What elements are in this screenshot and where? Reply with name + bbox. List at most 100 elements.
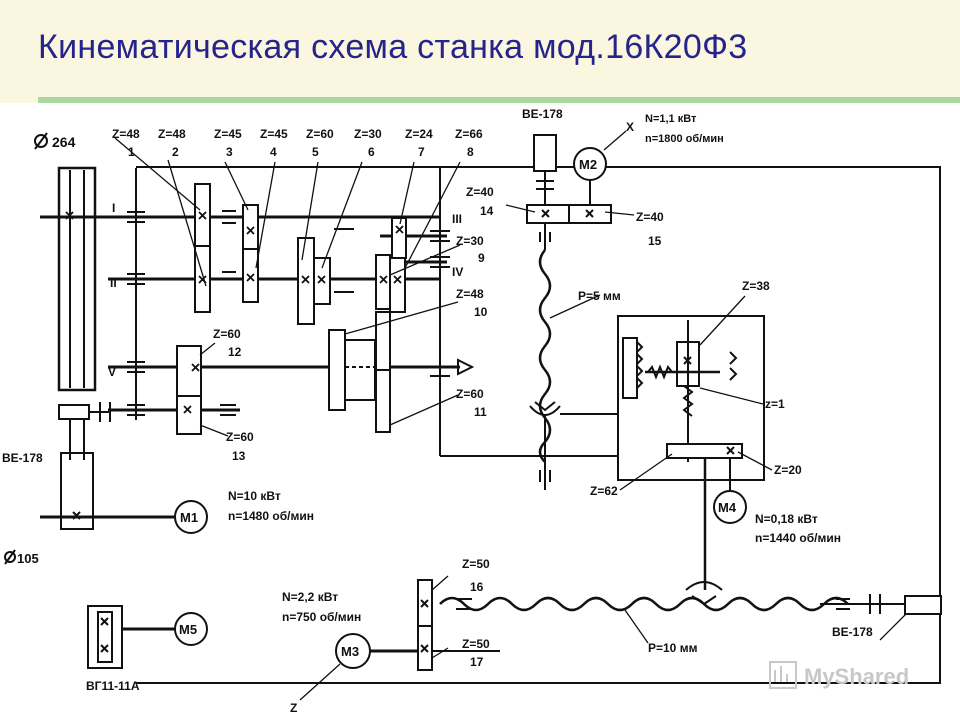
- motor-m2-power: N=1,1 кВт: [645, 113, 697, 125]
- ball-screw-horizontal: [439, 596, 849, 612]
- motor-m4: [713, 490, 747, 524]
- gear-cross-marks: [541, 209, 594, 218]
- pulley-264-label: 264: [52, 134, 76, 150]
- motor-m4-speed: n=1440 об/мин: [755, 531, 841, 545]
- gear-8-n: 8: [467, 145, 474, 159]
- title-rule: [38, 97, 960, 103]
- encoder-bottom: [904, 595, 942, 615]
- spindle-nose: [457, 358, 475, 376]
- encoder-top: [533, 134, 557, 172]
- gear-2-z: Z=48: [158, 127, 186, 141]
- gear-16-n: 16: [470, 580, 484, 594]
- slide-title: Кинематическая схема станка мод.16К20Ф3: [38, 28, 748, 66]
- shaft-IV-label: IV: [452, 265, 463, 279]
- label-z1: z=1: [765, 397, 785, 411]
- gear-14: [526, 204, 570, 224]
- shaft-Z-label: Z: [290, 701, 297, 715]
- gear-5-z: Z=60: [306, 127, 334, 141]
- turret-teeth: [636, 341, 644, 389]
- gear-1-n: 1: [128, 145, 135, 159]
- ball-screw-vertical: [538, 249, 552, 463]
- gear-4-z: Z=45: [260, 127, 288, 141]
- gear-7: [391, 217, 407, 259]
- motor-m5-label: M5: [179, 622, 197, 637]
- gear-14-z: Z=40: [466, 185, 494, 199]
- diameter-icon: [34, 134, 48, 148]
- gear-cross-marks: [183, 363, 200, 414]
- leader-line: [737, 451, 773, 471]
- shaft-II-label: II: [110, 276, 117, 290]
- turret-housing: [617, 315, 765, 481]
- screw-p10-label: P=10 мм: [648, 641, 698, 655]
- leader-line: [299, 663, 341, 701]
- gear-2-n: 2: [172, 145, 179, 159]
- coupling-icon: [869, 594, 881, 614]
- gear-14-n: 14: [480, 204, 494, 218]
- diameter-icon: [34, 132, 48, 150]
- gear-11-z: Z=60: [456, 387, 484, 401]
- watermark-logo: [769, 661, 797, 689]
- motor-m1-power: N=10 кВт: [228, 489, 281, 503]
- leader-line: [619, 453, 673, 491]
- gear-3-n: 3: [226, 145, 233, 159]
- bearing-marks: [539, 470, 551, 482]
- coupling-icon: [536, 180, 554, 190]
- shaft-I-label: I: [112, 201, 115, 215]
- gear-cross-marks: [726, 446, 735, 455]
- gearbox-inner: [97, 611, 113, 663]
- gear-3: [242, 204, 259, 250]
- spindle-hub: [344, 339, 376, 401]
- motor-m4-power: N=0,18 кВт: [755, 512, 818, 526]
- gear-17-n: 17: [470, 655, 484, 669]
- gear-leaders: [114, 130, 635, 659]
- motor-m2-speed: n=1800 об/мин: [645, 133, 724, 145]
- bearing-marks: [539, 232, 551, 242]
- gearbox-vg11: [87, 605, 123, 669]
- gear-12-n: 12: [228, 345, 242, 359]
- motor-m2-label: M2: [579, 157, 597, 172]
- gear-16-z: Z=50: [462, 557, 490, 571]
- gear-3-z: Z=45: [214, 127, 242, 141]
- gear-17-z: Z=50: [462, 637, 490, 651]
- leader-line: [699, 387, 764, 405]
- encoder-bottom-label: ВЕ-178: [832, 625, 873, 639]
- gear-8-z: Z=66: [455, 127, 483, 141]
- bearing-marks: [836, 598, 850, 610]
- gear-cross-marks: [420, 599, 429, 653]
- gear-6-n: 6: [368, 145, 375, 159]
- label-z62: Z=62: [590, 484, 618, 498]
- motor-m3: [335, 633, 371, 669]
- gearbox-label: ВГ11-11А: [86, 679, 140, 693]
- encoder-top-label: ВЕ-178: [522, 107, 563, 121]
- gear-8: [389, 257, 406, 313]
- encoder-left-label: ВЕ-178: [2, 451, 43, 465]
- motor-m4-label: M4: [718, 500, 737, 515]
- diameter-icon: [4, 551, 16, 563]
- spring: [647, 364, 673, 380]
- gear-15-z: Z=40: [636, 210, 664, 224]
- gear-9: [375, 254, 391, 310]
- turret-teeth: [729, 351, 738, 381]
- gear-15-n: 15: [648, 234, 662, 248]
- gear-5-n: 5: [312, 145, 319, 159]
- spindle-flange: [328, 329, 346, 411]
- leader-line: [624, 609, 649, 644]
- motor-m1: [174, 500, 208, 534]
- pulley-264: [57, 166, 97, 392]
- watermark-text: MyShared: [804, 664, 909, 689]
- gear-10-n: 10: [474, 305, 488, 319]
- gear-12: [176, 345, 202, 397]
- shaft-X-label: X: [626, 120, 634, 134]
- diameter-icon: [4, 549, 16, 565]
- leader-line: [699, 295, 746, 346]
- gear-cross-marks: [65, 211, 404, 284]
- gear-6-z: Z=30: [354, 127, 382, 141]
- pulley-105-label: 105: [17, 551, 39, 566]
- screw-nut: [691, 595, 717, 606]
- motor-m3-label: M3: [341, 644, 359, 659]
- encoder-left: [58, 404, 90, 420]
- gear-12-z: Z=60: [213, 327, 241, 341]
- motor-m3-power: N=2,2 кВт: [282, 590, 338, 604]
- worm-thread: [682, 385, 694, 417]
